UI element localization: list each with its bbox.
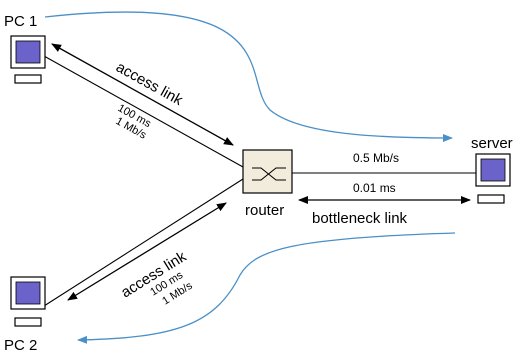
pc1-label: PC 1: [4, 13, 37, 30]
pc2-computer-icon: [10, 276, 46, 327]
router-switch-icon: [242, 149, 293, 194]
pc1-computer-icon: [10, 35, 46, 84]
access-link-bottom-arrow: [67, 202, 227, 301]
router-label: router: [245, 202, 284, 219]
access-link-top-arrow: [51, 43, 234, 146]
flow-curve-pc1-to-server: [44, 11, 453, 142]
bottleneck-rate-label: 0.5 Mb/s: [353, 151, 399, 165]
server-label: server: [471, 135, 513, 152]
server-computer-icon: [475, 153, 511, 204]
bottleneck-delay-label: 0.01 ms: [353, 181, 396, 195]
flow-curve-server-to-pc2: [77, 232, 456, 344]
bottleneck-link-label: bottleneck link: [312, 210, 408, 227]
pc2-label: PC 2: [4, 337, 37, 354]
